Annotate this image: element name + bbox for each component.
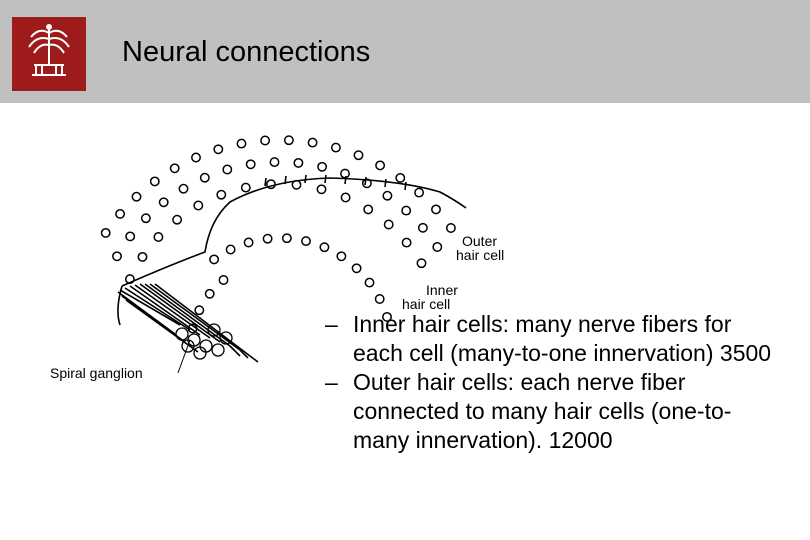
- cochlea-innervation-diagram: Outer hair cell Inner hair cell Spiral g…: [50, 135, 504, 381]
- nerve-fibers: [117, 174, 467, 363]
- hair-cell-circle: [340, 168, 350, 179]
- hair-cell-circle: [414, 187, 425, 198]
- palmetto-seal-icon: [28, 24, 70, 76]
- slide-title: Neural connections: [122, 36, 371, 68]
- hair-cell-circle: [112, 251, 122, 262]
- hair-cell-circle: [245, 159, 256, 170]
- hair-cell-circle: [401, 205, 412, 216]
- hair-cell-circle: [100, 227, 111, 238]
- hair-cell-circle: [351, 263, 362, 274]
- hair-cell-circle: [140, 213, 151, 224]
- label-outer-line1: Outer: [462, 233, 497, 249]
- inner-hair-cells: [187, 233, 392, 334]
- hair-cell-circle: [236, 138, 247, 149]
- bullet-item-outer: – Outer hair cells: each nerve fiber con…: [325, 368, 785, 455]
- label-outer-line2: hair cell: [456, 247, 504, 263]
- bullet-list: – Inner hair cells: many nerve fibers fo…: [325, 310, 785, 455]
- hair-cell-circle: [319, 242, 330, 253]
- hair-cell-circle: [281, 233, 292, 244]
- hair-cell-circle: [416, 258, 427, 269]
- hair-cell-circle: [191, 152, 201, 163]
- bullet-marker: –: [325, 369, 338, 395]
- label-spiral-ganglion: Spiral ganglion: [50, 365, 143, 381]
- hair-cell-circle: [401, 237, 412, 248]
- label-inner-line1: Inner: [426, 282, 458, 298]
- bullet-text: Inner hair cells: many nerve fibers for …: [353, 311, 772, 366]
- hair-cell-circle: [364, 277, 375, 288]
- ganglion-cells: [175, 323, 233, 360]
- bullet-marker: –: [325, 311, 338, 337]
- hair-cell-circle: [243, 237, 254, 248]
- hair-cell-circle: [169, 163, 180, 174]
- hair-cell-circle: [209, 254, 220, 265]
- slide-header: Neural connections: [0, 0, 810, 103]
- hair-cell-circle: [260, 135, 271, 146]
- hair-cell-circle: [218, 275, 229, 285]
- hair-cell-circle: [194, 305, 205, 316]
- hair-cell-circle: [204, 288, 215, 299]
- hair-cell-circle: [115, 208, 126, 219]
- hair-cell-circle: [216, 189, 227, 200]
- hair-cell-circle: [199, 172, 210, 183]
- hair-cell-circle: [316, 184, 327, 195]
- bullet-text: Outer hair cells: each nerve fiber conne…: [353, 369, 732, 453]
- hair-cell-circle: [445, 223, 456, 233]
- hair-cell-circle: [262, 233, 273, 244]
- hair-cell-circle: [240, 182, 251, 193]
- hair-cell-circle: [293, 157, 304, 168]
- hair-cell-circle: [178, 183, 189, 194]
- hair-cell-circle: [353, 150, 364, 161]
- hair-cell-circle: [382, 311, 392, 322]
- bullet-item-inner: – Inner hair cells: many nerve fibers fo…: [325, 310, 785, 368]
- hair-cell-circle: [158, 197, 169, 208]
- hair-cell-circle: [269, 157, 280, 168]
- hair-cell-circle: [213, 144, 224, 155]
- hair-cell-circle: [153, 232, 164, 242]
- hair-cell-circle: [225, 244, 236, 255]
- hair-cell-circle: [363, 204, 374, 215]
- hair-cell-circle: [137, 251, 148, 262]
- hair-cell-circle: [431, 204, 441, 215]
- outer-hair-cells: [100, 135, 456, 285]
- hair-cell-circle: [336, 251, 347, 262]
- hair-cell-circle: [307, 137, 318, 148]
- hair-cell-circle: [361, 178, 372, 189]
- hair-cell-circle: [383, 219, 394, 230]
- hair-cell-circle: [131, 191, 142, 202]
- hair-cell-circle: [395, 172, 406, 183]
- university-logo: [12, 17, 86, 91]
- hair-cell-circle: [222, 164, 233, 175]
- hair-cell-circle: [417, 222, 428, 233]
- hair-cell-circle: [125, 231, 136, 242]
- label-inner-line2: hair cell: [402, 296, 450, 312]
- hair-cell-circle: [374, 294, 385, 304]
- hair-cell-circle: [149, 176, 160, 187]
- hair-cell-circle: [283, 135, 294, 146]
- hair-cell-circle: [301, 236, 311, 247]
- hair-cell-circle: [382, 190, 393, 201]
- hair-cell-circle: [432, 242, 443, 252]
- hair-cell-circle: [193, 200, 204, 211]
- hair-cell-circle: [375, 160, 386, 171]
- hair-cell-circle: [172, 214, 183, 225]
- hair-cell-circle: [340, 192, 351, 203]
- hair-cell-circle: [330, 142, 341, 153]
- hair-cell-circle: [317, 161, 328, 172]
